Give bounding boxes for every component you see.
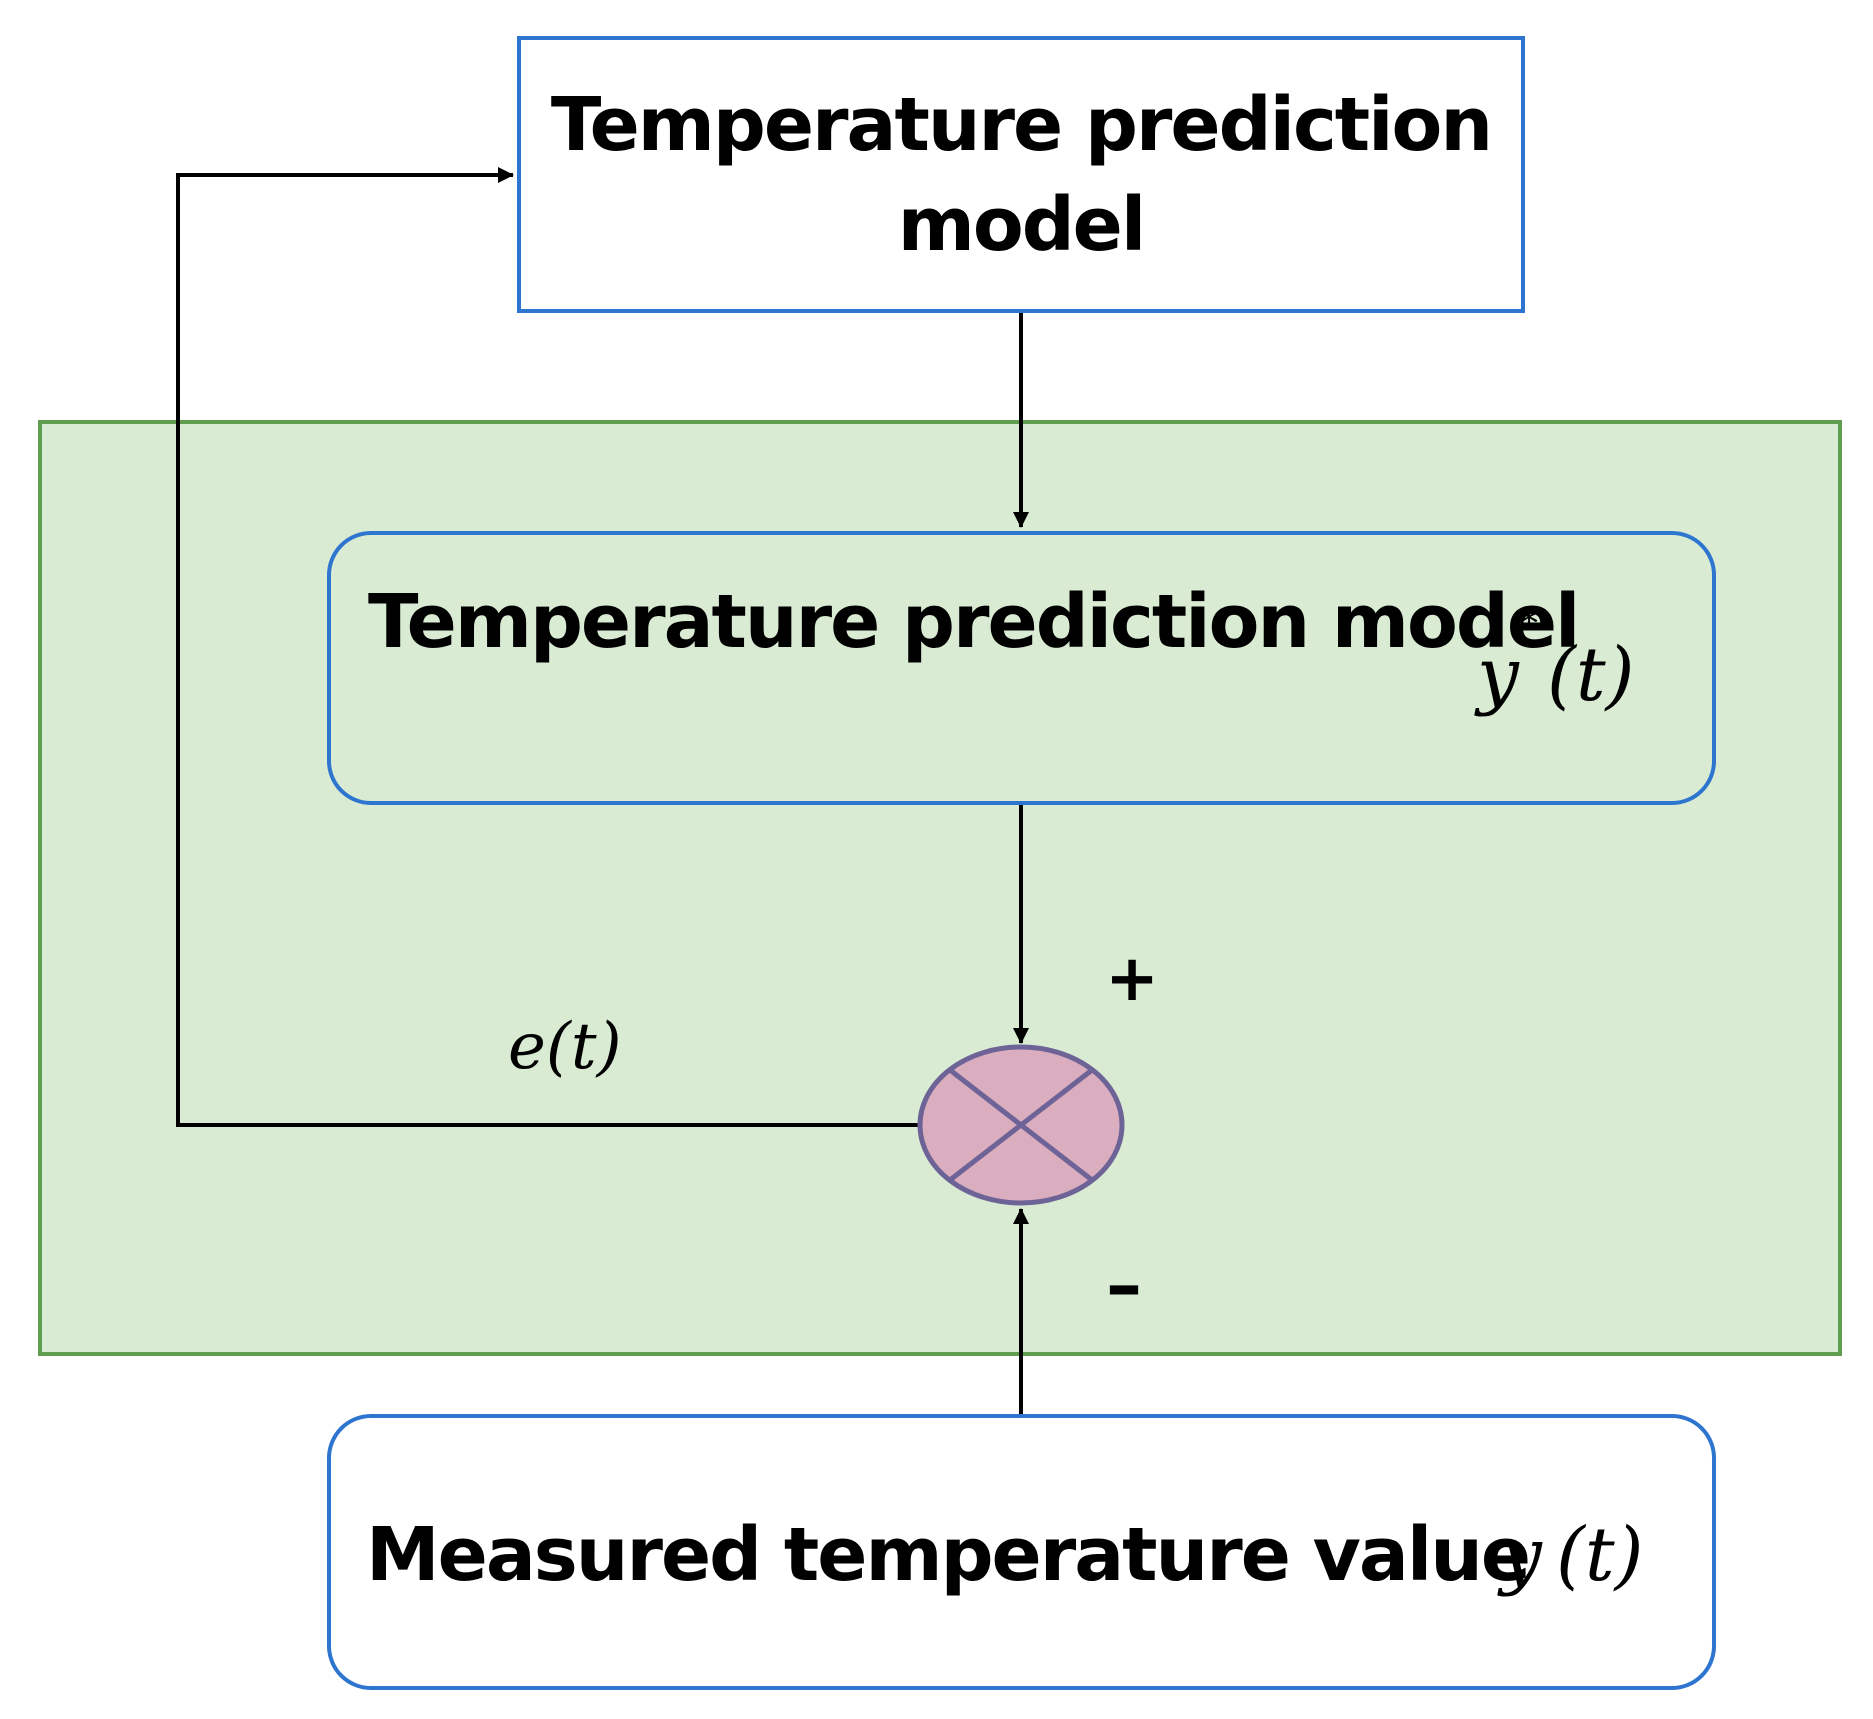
measured-value-label: Measured temperature value — [366, 1512, 1529, 1598]
measured-value-arg: (t) — [1556, 1512, 1643, 1598]
prediction-output-arg: (t) — [1547, 632, 1634, 718]
measured-value-box — [327, 1414, 1716, 1690]
measured-value-var: y — [1497, 1512, 1543, 1598]
inner-prediction-box — [327, 531, 1716, 805]
inner-box-label: Temperature prediction model — [368, 579, 1578, 665]
top-box-line2: model — [898, 182, 1144, 268]
prediction-output-var: y — [1474, 632, 1520, 718]
error-label: e(t) — [508, 1010, 622, 1084]
feedback-loop-arrow — [176, 167, 920, 1127]
prediction-output-sup: * — [1520, 604, 1538, 645]
top-prediction-box — [517, 36, 1525, 313]
plus-sign: + — [1105, 942, 1159, 1016]
top-box-line1: Temperature prediction — [551, 82, 1491, 168]
summing-junction — [917, 1044, 1125, 1206]
minus-sign: – — [1106, 1243, 1142, 1327]
